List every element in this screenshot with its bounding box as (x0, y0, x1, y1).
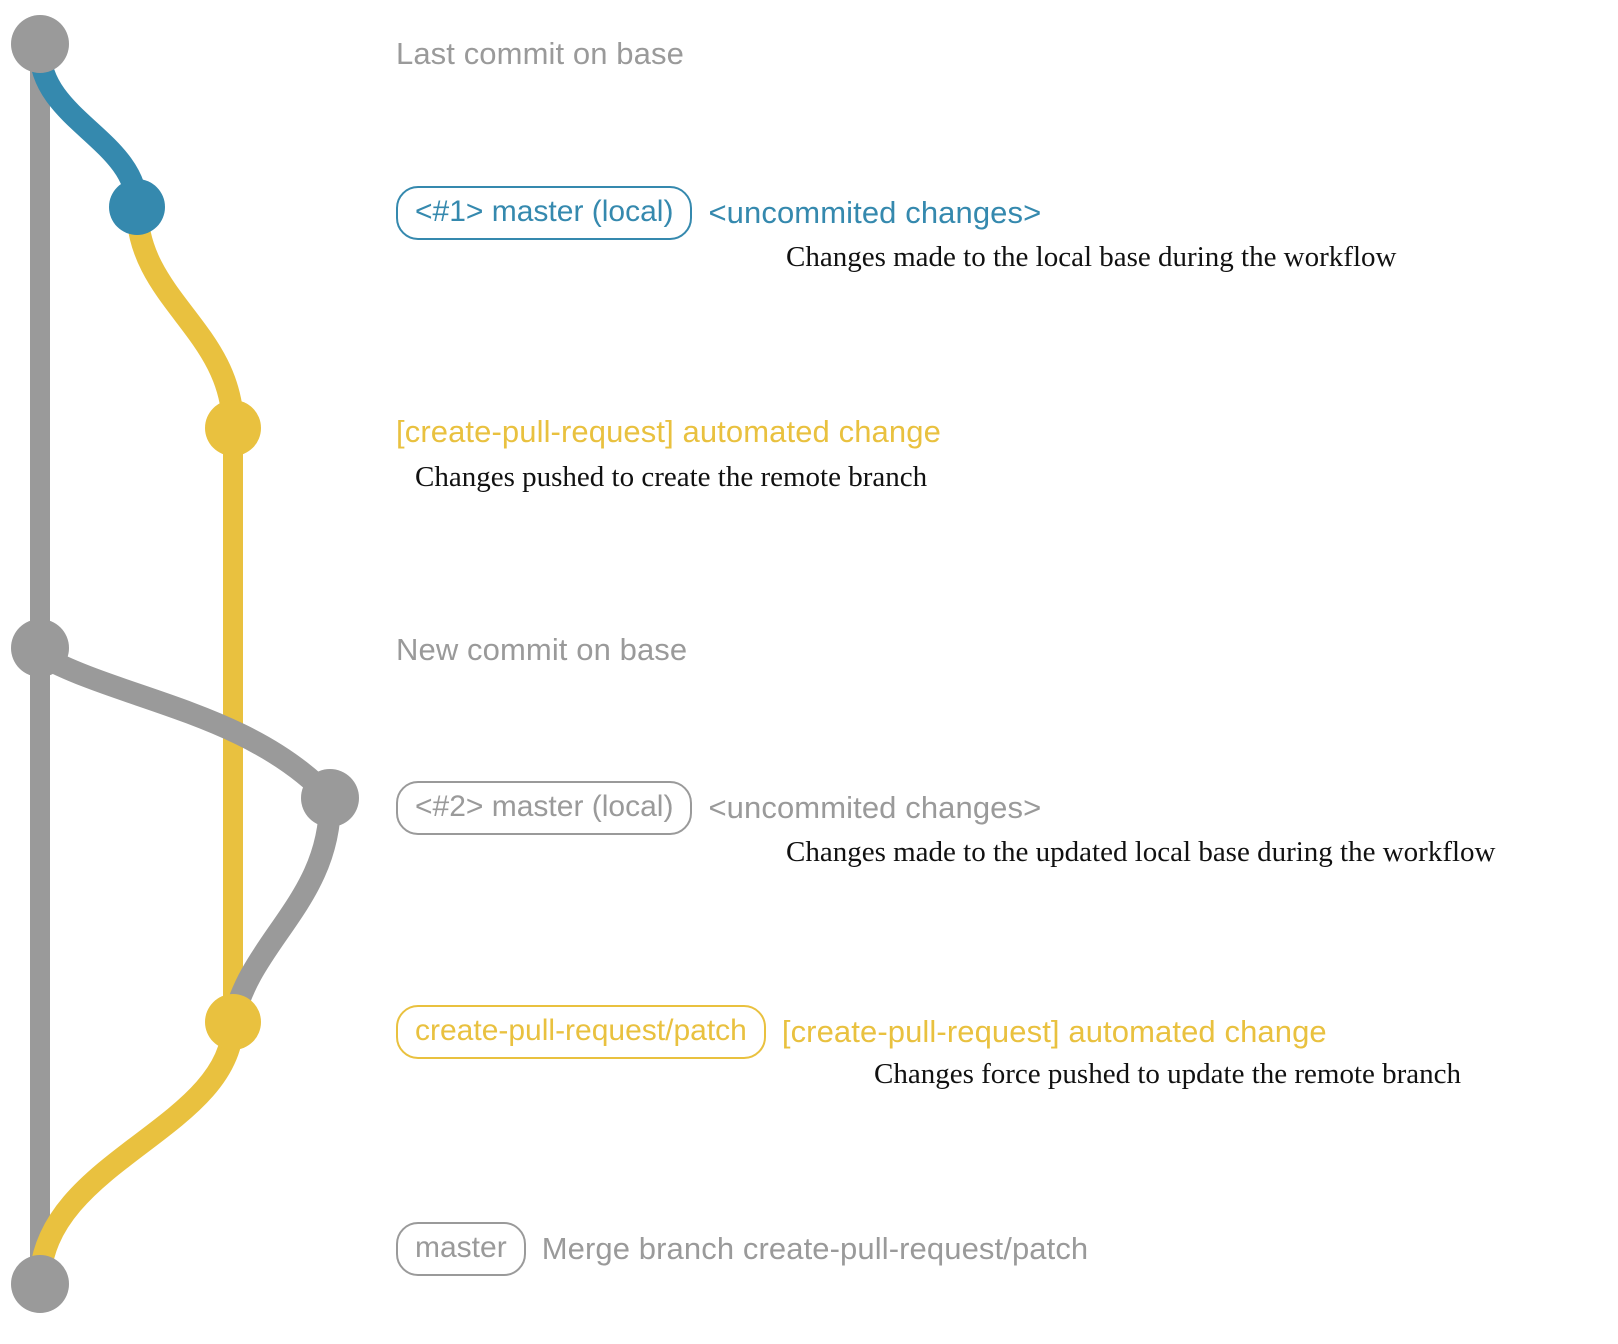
edge-patch2-to-merge (29, 1011, 244, 1295)
edge-local1-to-patch1 (126, 196, 244, 439)
commit-node-local-1[interactable] (109, 179, 165, 235)
commit-node-patch-1[interactable] (205, 400, 261, 456)
commit-subject-local-1: <uncommited changes> (708, 194, 1042, 230)
ref-badge-master[interactable]: master (396, 1222, 526, 1276)
commit-subject-local-2: <uncommited changes> (708, 789, 1042, 825)
caption-patch-2: Changes force pushed to update the remot… (874, 1058, 1462, 1090)
commit-node-merge[interactable] (11, 1255, 69, 1313)
caption-local-1: Changes made to the local base during th… (786, 241, 1397, 273)
commit-subject-base-new: New commit on base (396, 632, 688, 667)
commit-node-patch-2[interactable] (205, 994, 261, 1050)
commit-subject-base-last: Last commit on base (396, 36, 684, 71)
ref-badge-master-local-1[interactable]: <#1> master (local) (396, 186, 693, 240)
row-last-commit-on-base: Last commit on base (396, 36, 684, 72)
row-local-2: <#2> master (local) <uncommited changes> (396, 781, 1041, 835)
git-graph (11, 15, 359, 1313)
row-patch-1: [create-pull-request] automated change (396, 414, 941, 450)
row-new-commit-on-base: New commit on base (396, 632, 687, 668)
commit-node-local-2[interactable] (301, 769, 359, 827)
caption-patch-1: Changes pushed to create the remote bran… (415, 461, 928, 493)
commit-subject-patch-1: [create-pull-request] automated change (396, 414, 941, 449)
commit-node-base-new[interactable] (11, 619, 69, 677)
ref-badge-master-local-2[interactable]: <#2> master (local) (396, 781, 693, 835)
row-patch-2: create-pull-request/patch [create-pull-r… (396, 1005, 1327, 1059)
commit-subject-patch-2: [create-pull-request] automated change (781, 1013, 1327, 1049)
edge-basenew-to-local2 (29, 644, 341, 809)
commit-node-base-last[interactable] (11, 15, 69, 73)
ref-badge-create-pull-request-patch[interactable]: create-pull-request/patch (396, 1005, 766, 1059)
edge-local2-to-patch2 (222, 787, 342, 1033)
caption-local-2: Changes made to the updated local base d… (786, 836, 1496, 868)
row-local-1: <#1> master (local) <uncommited changes> (396, 186, 1041, 240)
row-merge: master Merge branch create-pull-request/… (396, 1222, 1088, 1276)
commit-subject-merge: Merge branch create-pull-request/patch (541, 1230, 1089, 1266)
